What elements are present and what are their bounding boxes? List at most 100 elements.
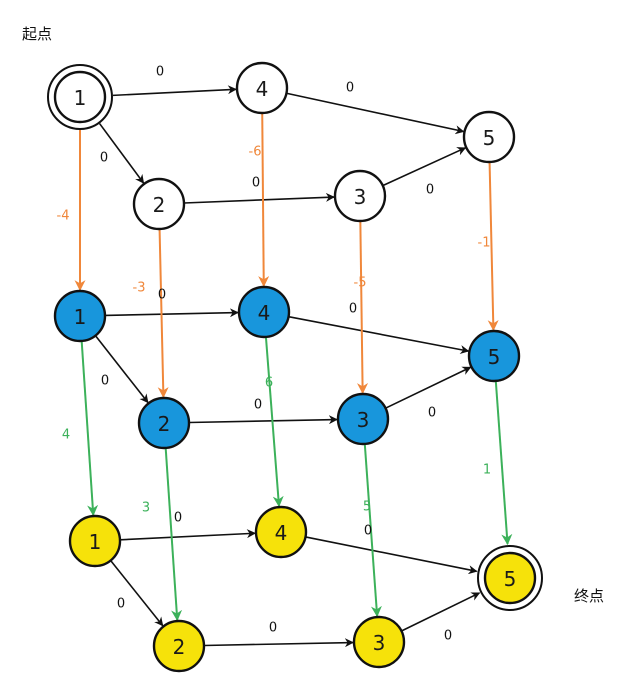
edge-w2-w3 — [183, 192, 335, 204]
edge-label-y2-y3: 0 — [269, 621, 277, 636]
node-y4: 4 — [254, 505, 308, 559]
edge-w1-w2 — [98, 123, 145, 184]
edge-label-b2-b3: 0 — [254, 398, 262, 413]
edge-b1-y1 — [80, 340, 99, 517]
edge-b5-y5 — [494, 380, 513, 546]
node-circle-w5 — [462, 110, 516, 164]
edge-label-w1-w2: 0 — [100, 151, 108, 166]
node-label-y2: 2 — [173, 635, 186, 659]
node-label-b3: 3 — [357, 408, 370, 432]
edge-label-b4-y4: 6 — [265, 376, 273, 391]
node-label-b5: 5 — [488, 345, 501, 369]
node-circle-w1 — [53, 70, 107, 124]
edge-b3-b5 — [385, 366, 472, 409]
edge-label-w3-b3: -5 — [354, 276, 367, 291]
node-w3: 3 — [333, 169, 387, 223]
node-label-b2: 2 — [158, 412, 171, 436]
node-b4: 4 — [237, 285, 291, 339]
edge-w3-b3 — [357, 220, 369, 395]
node-ring-w1 — [47, 64, 113, 130]
edges — [74, 85, 513, 648]
edge-b1-b2 — [94, 335, 149, 404]
node-label-b1: 1 — [74, 305, 87, 329]
node-circle-y1 — [68, 514, 122, 568]
node-b1: 1 — [53, 289, 107, 343]
edge-w5-b5 — [487, 161, 499, 332]
node-circle-b2 — [137, 396, 191, 450]
edge-y2-y3 — [203, 638, 354, 648]
edge-label-y1-y4: 0 — [174, 511, 182, 526]
edge-w3-w5 — [382, 147, 467, 187]
node-circle-y3 — [352, 615, 406, 669]
edge-label-w4-b4: -6 — [249, 145, 262, 160]
node-circle-w3 — [333, 169, 387, 223]
node-circle-w2 — [132, 177, 186, 231]
node-circle-b3 — [336, 392, 390, 446]
edge-w1-w4 — [112, 85, 237, 97]
node-label-w2: 2 — [153, 193, 166, 217]
edge-label-w5-b5: -1 — [478, 236, 491, 251]
edge-label-b2-y2: 3 — [142, 501, 150, 516]
node-circle-y5 — [483, 551, 537, 605]
node-b5: 5 — [467, 329, 521, 383]
node-circle-y2 — [152, 619, 206, 673]
node-w1: 1 — [47, 64, 113, 130]
node-label-w5: 5 — [483, 126, 496, 150]
edge-y1-y4 — [119, 529, 256, 541]
edge-label-w2-w3: 0 — [252, 176, 260, 191]
start-caption: 起点 — [22, 25, 52, 43]
edge-b4-y4 — [264, 336, 284, 508]
node-b2: 2 — [137, 396, 191, 450]
node-ring-y5 — [477, 545, 543, 611]
edge-b1-b4 — [104, 308, 239, 318]
node-b3: 3 — [336, 392, 390, 446]
edge-y1-y2 — [109, 560, 164, 627]
edge-label-b5-y5: 1 — [483, 463, 491, 478]
node-label-w4: 4 — [256, 77, 269, 101]
node-label-y4: 4 — [275, 521, 288, 545]
node-circle-w4 — [235, 61, 289, 115]
edge-label-w1-w4: 0 — [156, 65, 164, 80]
edge-b3-y3 — [363, 443, 382, 618]
end-caption: 终点 — [574, 587, 604, 605]
edge-labels: 0 0 0 0 0 0 0 0 0 0 0 0 0 0 0 -4 -3 -6 -5 -1 4 3 6 5 1 — [57, 65, 492, 644]
edge-label-b3-b5: 0 — [428, 406, 436, 421]
node-circle-b1 — [53, 289, 107, 343]
edge-label-b1-b2: 0 — [101, 374, 109, 389]
edge-label-w2-b2: -3 — [133, 281, 146, 296]
edge-w4-b4 — [258, 112, 270, 288]
node-circle-b4 — [237, 285, 291, 339]
edge-label-w3-w5: 0 — [426, 183, 434, 198]
edge-label-w4-w5: 0 — [346, 81, 354, 96]
edge-y4-y5 — [305, 536, 478, 575]
edge-w2-b2 — [157, 228, 169, 399]
edge-b4-b5 — [288, 315, 470, 355]
node-label-w3: 3 — [354, 185, 367, 209]
edge-b2-b3 — [188, 415, 338, 425]
edge-label-w1-b1: -4 — [57, 209, 70, 224]
node-y5: 5 — [477, 545, 543, 611]
node-y1: 1 — [68, 514, 122, 568]
node-y2: 2 — [152, 619, 206, 673]
edge-label-y3-y5: 0 — [444, 629, 452, 644]
node-y3: 3 — [352, 615, 406, 669]
node-circle-b5 — [467, 329, 521, 383]
edge-b2-y2 — [164, 447, 183, 622]
node-label-y5: 5 — [504, 567, 517, 591]
node-label-b4: 4 — [258, 301, 271, 325]
nodes: 1 4 5 2 3 1 4 5 2 3 1 4 5 2 3 — [47, 61, 543, 673]
edge-label-b3-y3: 5 — [363, 500, 371, 515]
node-w5: 5 — [462, 110, 516, 164]
node-label-y3: 3 — [373, 631, 386, 655]
edge-label-b4-b5: 0 — [349, 302, 357, 317]
edge-label-y4-y5: 0 — [364, 524, 372, 539]
edge-label-b1-b4: 0 — [158, 288, 166, 303]
edge-y3-y5 — [401, 592, 481, 632]
node-circle-y4 — [254, 505, 308, 559]
edge-label-y1-y2: 0 — [117, 597, 125, 612]
node-w4: 4 — [235, 61, 289, 115]
edge-label-b1-y1: 4 — [62, 428, 70, 443]
node-label-w1: 1 — [74, 86, 87, 110]
node-w2: 2 — [132, 177, 186, 231]
